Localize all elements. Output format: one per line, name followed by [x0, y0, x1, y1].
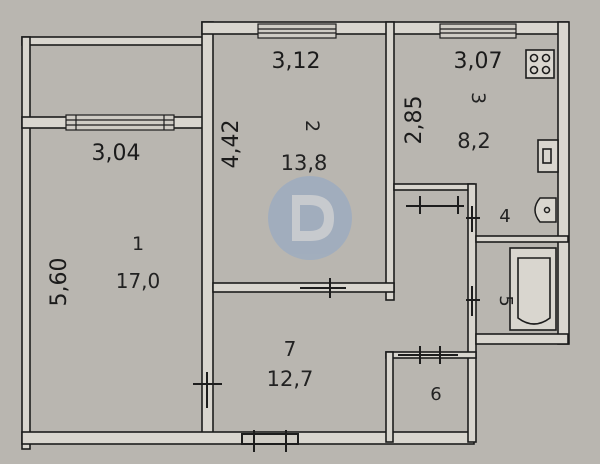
room-2-number: 2: [301, 120, 323, 132]
room-3-number: 3: [467, 92, 489, 104]
dimension-room3-width: 3,07: [454, 49, 503, 74]
door-room1: [193, 372, 222, 408]
dimension-room1-length: 5,60: [47, 258, 72, 307]
watermark-logo: [268, 176, 352, 260]
room-2-area: 13,8: [281, 151, 328, 175]
door-entrance: [241, 430, 299, 452]
wall-right-outer: [557, 21, 570, 345]
room-1-area: 17,0: [116, 269, 161, 293]
windows: [65, 23, 517, 131]
room-7-area: 12,7: [267, 367, 314, 391]
dimension-room2-length: 4,42: [219, 120, 244, 169]
stove-icon: [525, 49, 555, 79]
door-closet: [398, 346, 458, 364]
door-kitchen: [406, 196, 464, 214]
room-7-number: 7: [284, 337, 297, 361]
wall-closet-left: [385, 351, 394, 443]
dimension-room1-width: 3,04: [92, 141, 141, 166]
window-room2: [257, 23, 337, 39]
window-room3: [439, 23, 517, 39]
room-1-number: 1: [132, 233, 144, 255]
wall-balcony-top: [21, 36, 207, 46]
room-5-number: 5: [495, 295, 516, 306]
sink-icon: [537, 139, 559, 173]
doors: [193, 196, 480, 452]
room-3-area: 8,2: [457, 129, 490, 153]
door-bath: [466, 286, 480, 316]
door-wc: [466, 206, 480, 232]
wall-bath-bottom: [475, 333, 569, 345]
bathtub-icon: [509, 247, 557, 331]
door-room2: [300, 278, 346, 298]
room-6-number: 6: [430, 384, 441, 405]
washbasin-icon: [534, 197, 557, 223]
window-room1: [65, 114, 175, 131]
wall-left-outer: [21, 36, 31, 450]
wall-wc-bath: [475, 235, 569, 243]
dimension-room3-length: 2,85: [402, 96, 427, 145]
wall-kitchen-bottom: [393, 183, 475, 191]
dimension-room2-width: 3,12: [272, 49, 321, 74]
room-4-number: 4: [499, 206, 510, 227]
wall-room2-room3: [385, 21, 395, 301]
